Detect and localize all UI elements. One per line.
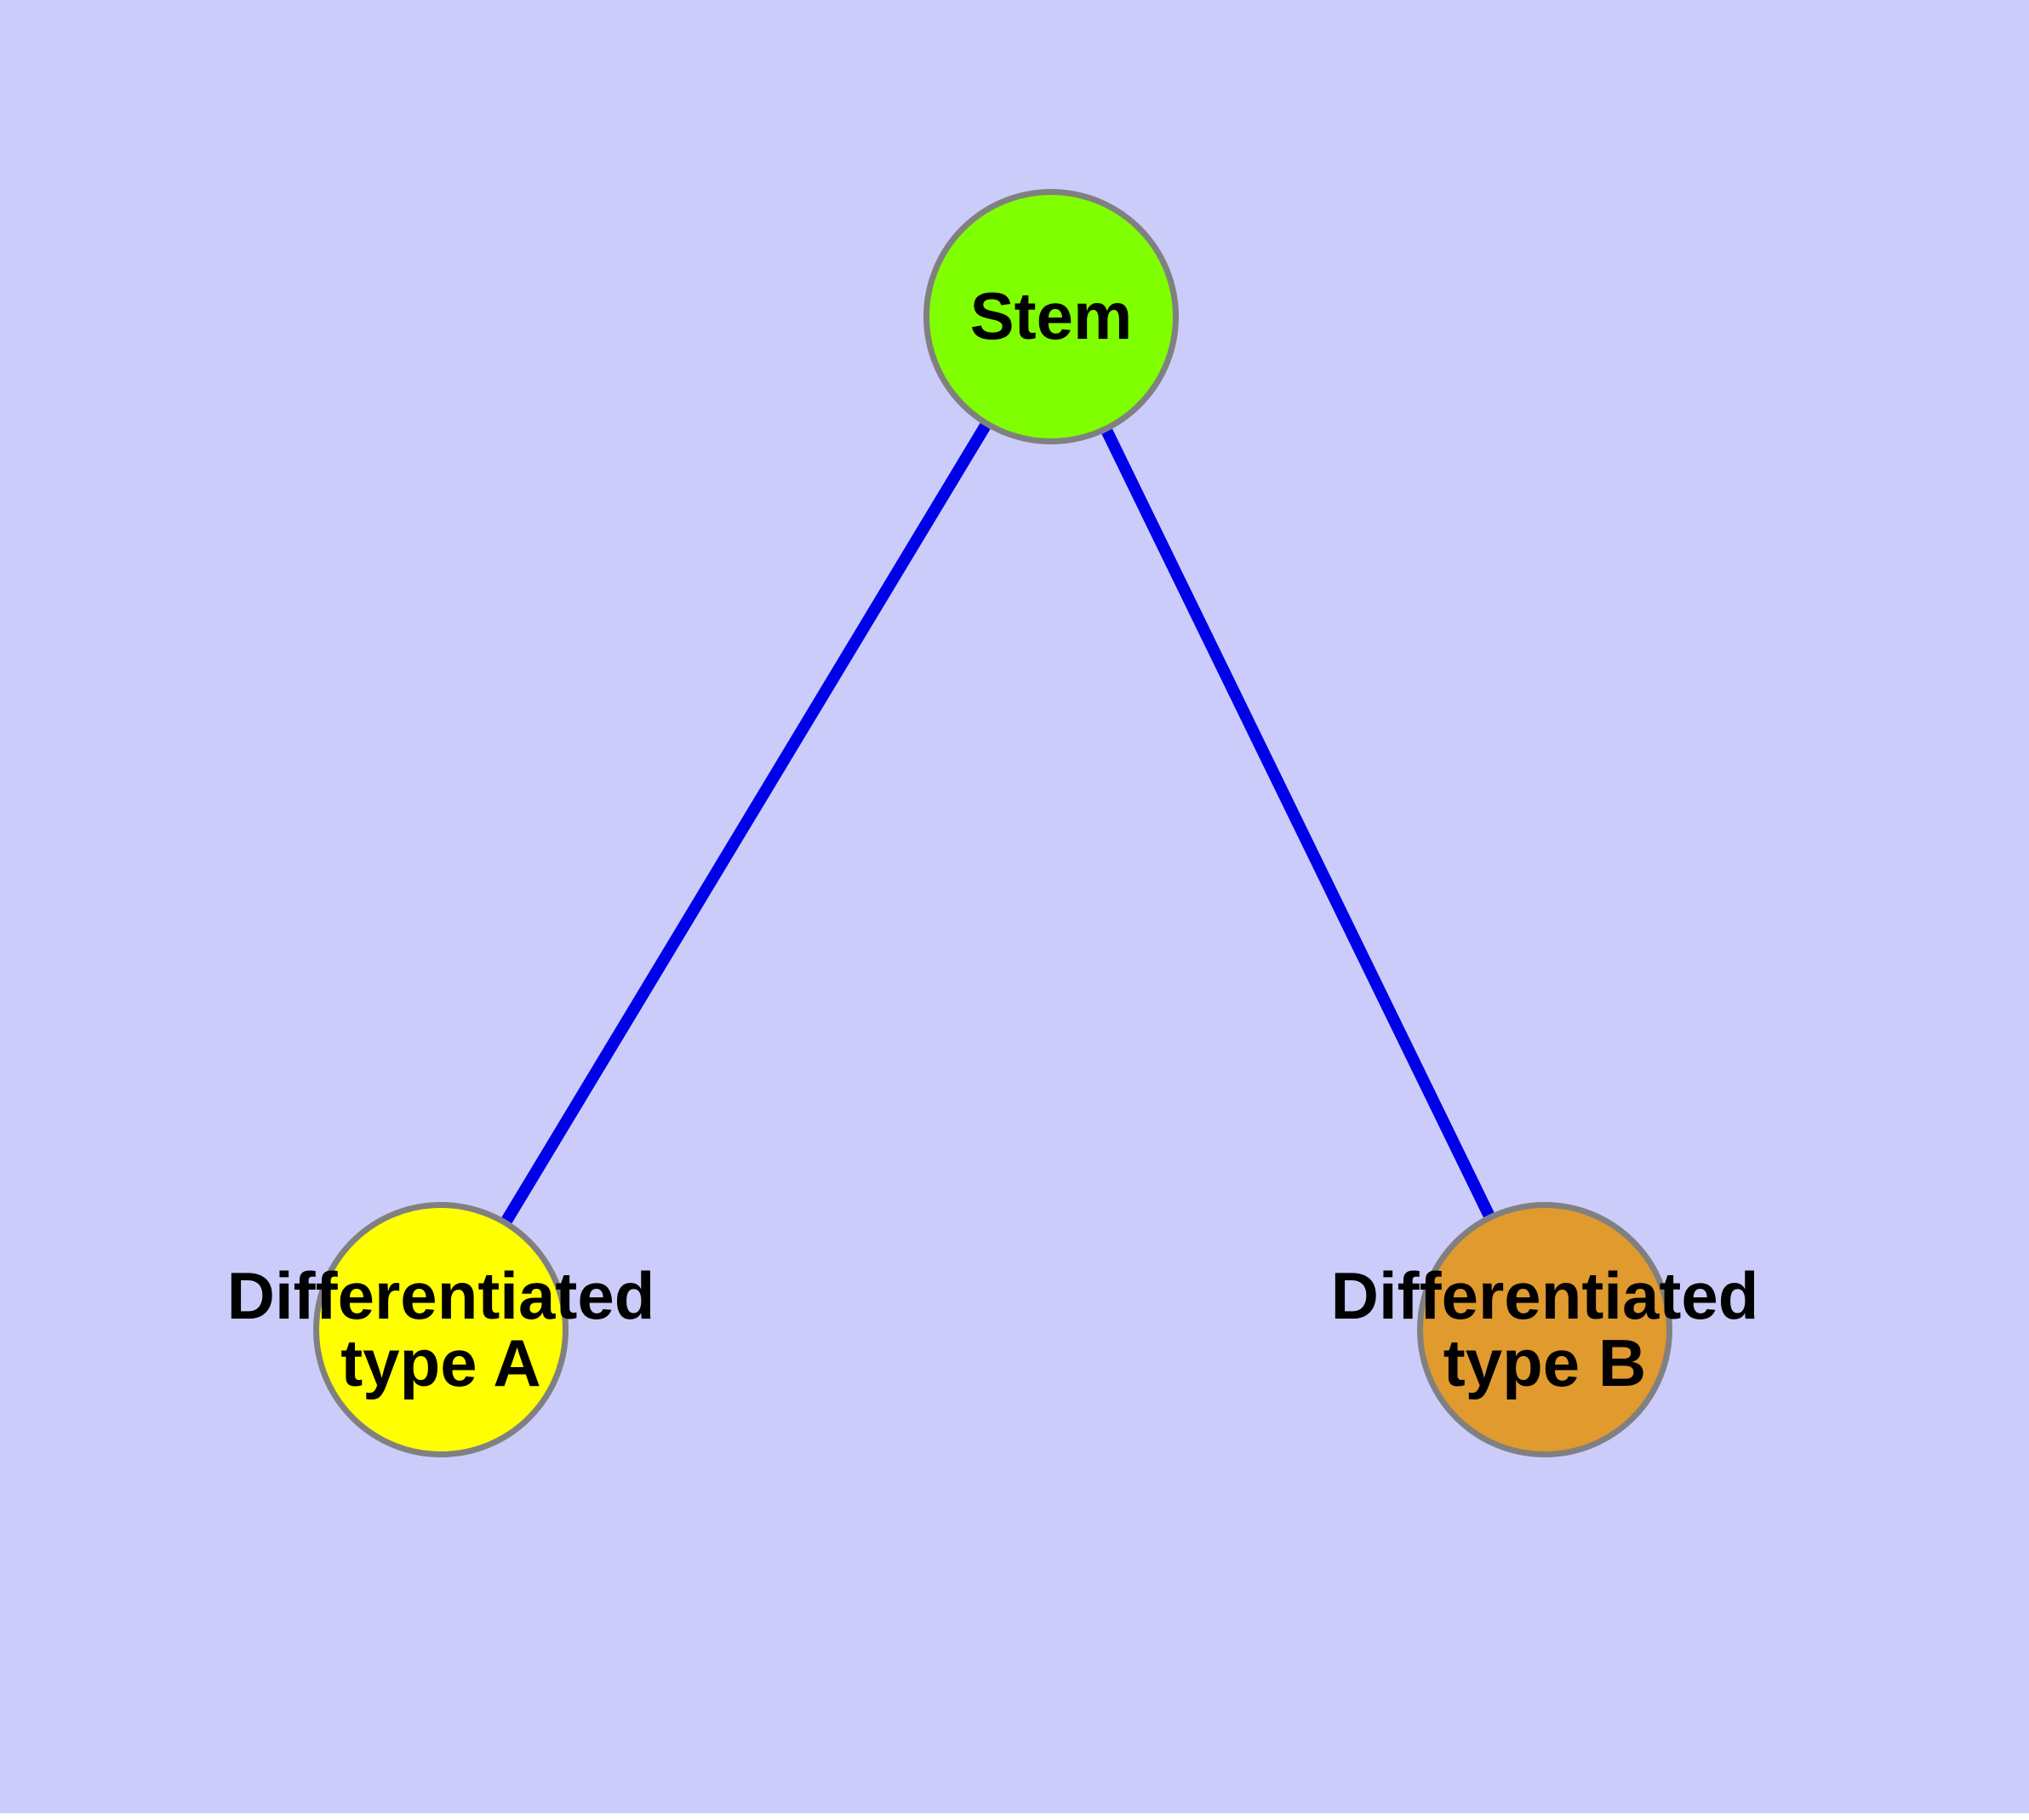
node-type-a[interactable] bbox=[313, 1202, 569, 1457]
edge-stem-to-type-a[interactable] bbox=[501, 422, 991, 1224]
node-type-b[interactable] bbox=[1417, 1202, 1672, 1457]
edge-layer bbox=[501, 422, 1495, 1224]
node-layer bbox=[313, 189, 1672, 1457]
node-stem[interactable] bbox=[923, 189, 1179, 444]
edge-stem-to-type-b[interactable] bbox=[1101, 428, 1495, 1218]
